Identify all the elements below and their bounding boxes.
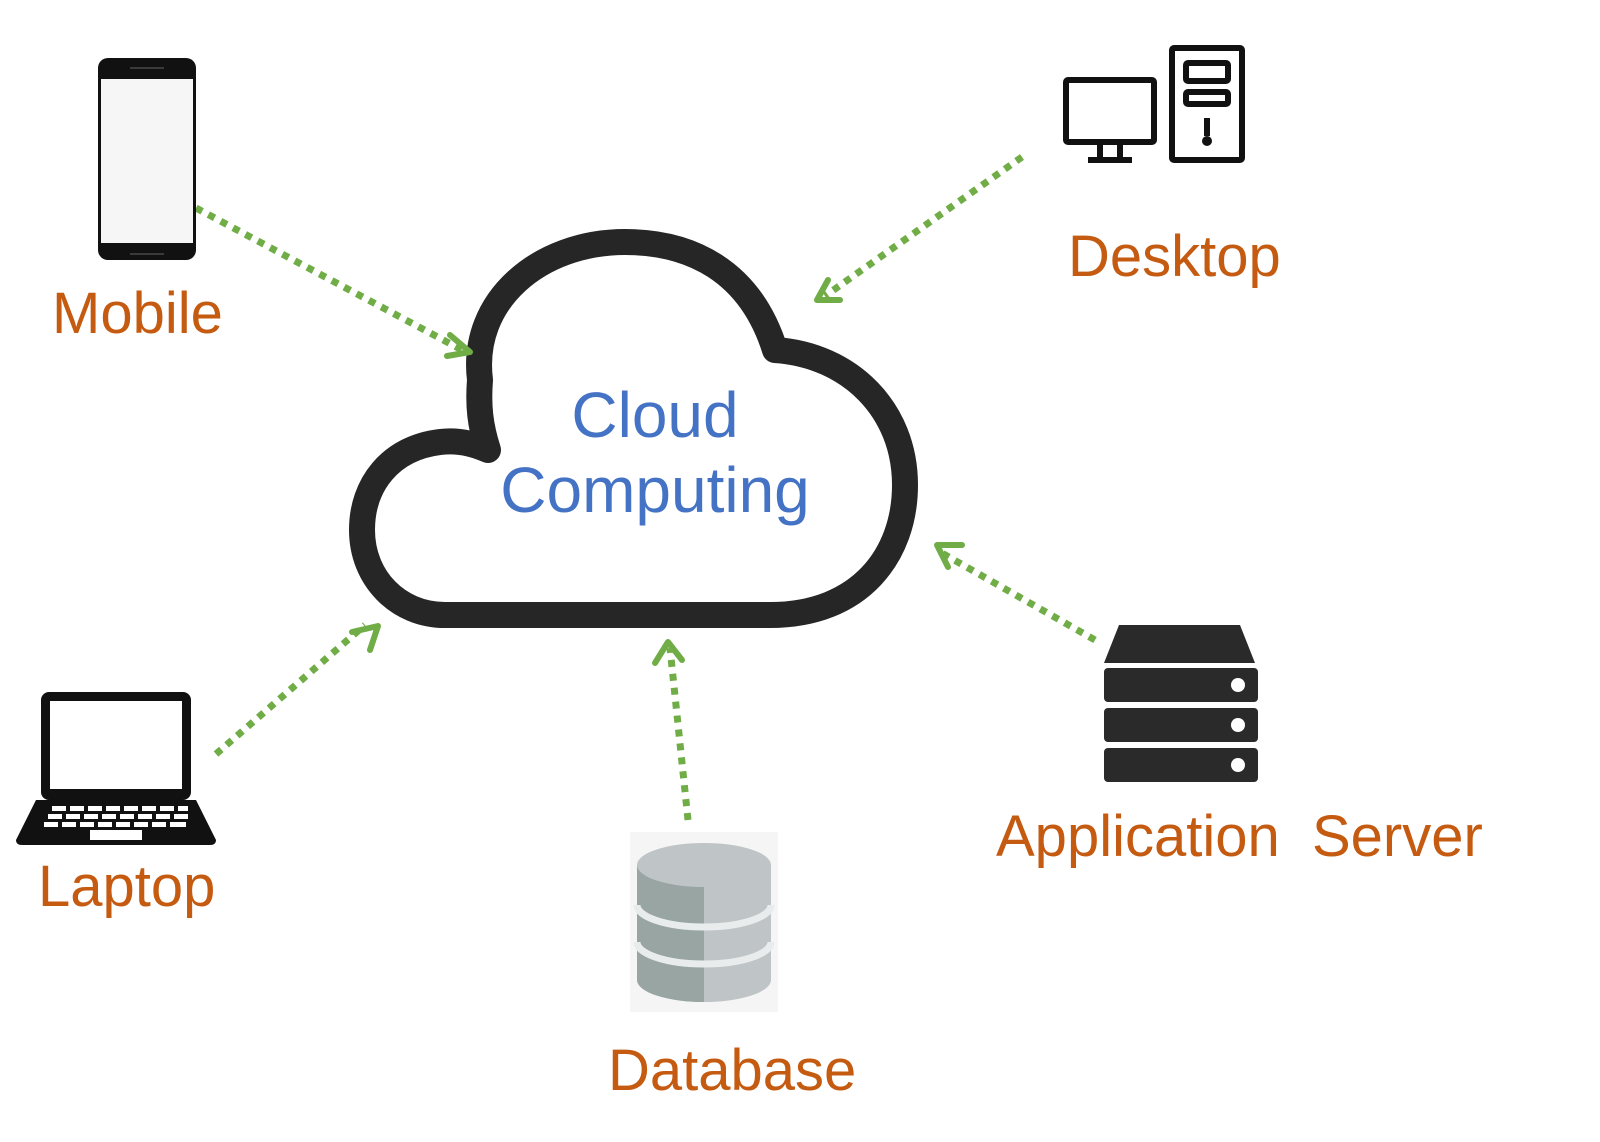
node-label-database: Database — [608, 1038, 856, 1103]
server-icon — [1104, 625, 1258, 782]
connector-mobile — [194, 204, 473, 359]
node-label-mobile: Mobile — [52, 281, 223, 346]
center-label-line1: Cloud — [571, 379, 738, 451]
connector-desktop — [814, 154, 1025, 303]
desktop-computer-icon — [1063, 45, 1245, 163]
mobile-phone-icon — [98, 58, 196, 260]
center-label-line2: Computing — [500, 454, 810, 526]
database-icon — [630, 832, 778, 1012]
node-label-laptop: Laptop — [38, 854, 215, 919]
node-label-desktop: Desktop — [1068, 224, 1281, 289]
node-label-app-server: Application Server — [996, 804, 1483, 869]
laptop-icon — [16, 692, 216, 845]
connector-database — [652, 639, 692, 821]
connector-app-server — [934, 542, 1097, 644]
connector-laptop — [213, 622, 381, 757]
cloud-icon — [349, 229, 918, 628]
